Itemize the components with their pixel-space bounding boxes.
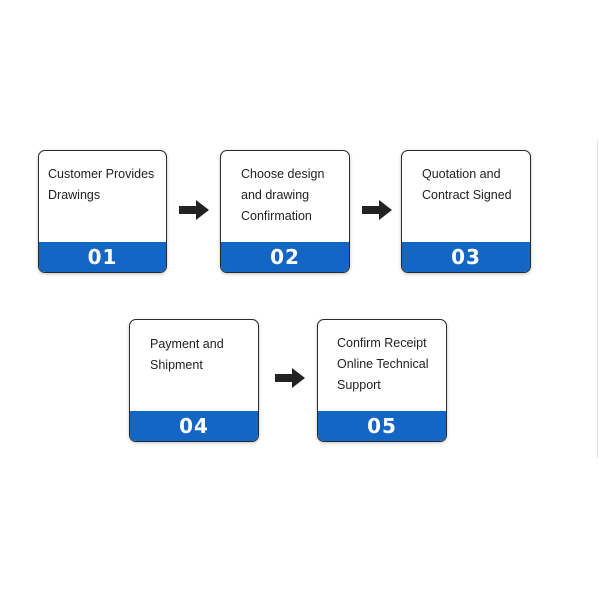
step-01-band: 01: [39, 242, 166, 272]
step-card-05: Confirm Receipt Online Technical Support…: [317, 319, 447, 442]
step-02-line-3: Confirmation: [241, 209, 312, 223]
step-02-number: 02: [270, 245, 300, 269]
step-01-description: Customer Provides Drawings: [48, 164, 154, 206]
step-04-description: Payment and Shipment: [150, 334, 224, 376]
arrow-right-icon: [362, 200, 392, 220]
step-card-01: Customer Provides Drawings 01: [38, 150, 167, 273]
step-04-line-2: Shipment: [150, 358, 203, 372]
step-04-line-1: Payment and: [150, 337, 224, 351]
step-05-line-2: Online Technical: [337, 357, 429, 371]
step-04-number: 04: [179, 414, 209, 438]
step-card-02: Choose design and drawing Confirmation 0…: [220, 150, 350, 273]
step-01-number: 01: [87, 245, 118, 269]
step-05-description: Confirm Receipt Online Technical Support: [337, 333, 429, 396]
step-03-description: Quotation and Contract Signed: [422, 164, 512, 206]
step-02-line-2: and drawing: [241, 188, 310, 202]
step-03-line-1: Quotation and: [422, 167, 501, 181]
step-05-line-1: Confirm Receipt: [337, 336, 427, 350]
step-card-03: Quotation and Contract Signed 03: [401, 150, 531, 273]
step-01-line-2: Drawings: [48, 188, 101, 202]
step-05-line-3: Support: [337, 378, 381, 392]
arrow-right-icon: [275, 368, 305, 388]
step-05-number: 05: [367, 414, 397, 438]
step-02-line-1: Choose design: [241, 167, 325, 181]
right-edge-divider: [597, 140, 598, 458]
arrow-right-icon: [179, 200, 209, 220]
step-card-04: Payment and Shipment 04: [129, 319, 259, 442]
step-03-line-2: Contract Signed: [422, 188, 512, 202]
step-02-band: 02: [221, 242, 349, 272]
step-03-band: 03: [402, 242, 530, 272]
step-01-line-1: Customer Provides: [48, 167, 155, 181]
step-05-band: 05: [318, 411, 446, 441]
step-02-description: Choose design and drawing Confirmation: [241, 164, 324, 227]
step-04-band: 04: [130, 411, 258, 441]
step-03-number: 03: [451, 245, 481, 269]
